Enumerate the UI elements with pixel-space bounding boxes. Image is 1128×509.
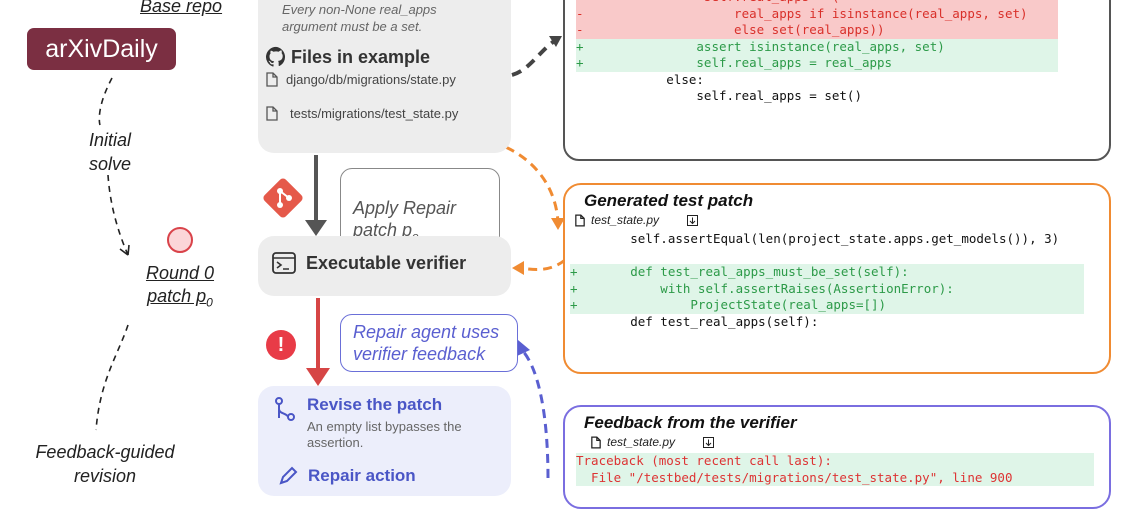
source-link-arrow	[511, 38, 558, 77]
test-patch-file-name: test_state.py	[591, 213, 660, 227]
verifier-feedback-title: Feedback from the verifier	[584, 413, 797, 432]
file-icon	[266, 72, 278, 87]
github-icon	[265, 46, 286, 67]
file-item[interactable]: tests/migrations/test_state.py	[266, 106, 458, 121]
revise-box	[258, 386, 511, 496]
code-line	[570, 248, 1084, 265]
file-icon	[575, 213, 585, 227]
test-patch-code: self.assertEqual(len(project_state.apps.…	[570, 231, 1084, 330]
code-line: - else set(real_apps))	[576, 22, 1058, 39]
initial-solve-label: Initial solve	[88, 130, 132, 174]
git-icon	[262, 177, 304, 224]
code-line: + self.real_apps = real_apps	[576, 55, 1058, 72]
feedback-revision-label: Feedback-guided revision	[35, 442, 175, 486]
revise-title: Revise the patch	[307, 395, 443, 414]
feedback-pill: Repair agent uses verifier feedback	[340, 314, 518, 372]
initial-solve-arrow	[98, 77, 113, 126]
verifier-in-arrow	[519, 258, 566, 272]
verifier-feedback-file-name: test_state.py	[607, 435, 676, 449]
verifier-row: Executable verifier	[272, 252, 466, 274]
revise-row: Revise the patch An empty list bypasses …	[273, 395, 462, 451]
code-line: + def test_real_apps_must_be_set(self):	[570, 264, 1084, 281]
issue-box	[258, 0, 511, 153]
code-line: Traceback (most recent call last):	[576, 453, 1094, 470]
expand-icon[interactable]	[687, 214, 699, 226]
code-line: self.assertEqual(len(project_state.apps.…	[570, 231, 1060, 246]
verifier-feedback-file: test_state.py	[591, 435, 715, 449]
pencil-icon	[279, 466, 298, 485]
code-line: self.real_apps = set()	[576, 88, 862, 103]
repair-action-label: Repair action	[308, 466, 416, 485]
code-line: - real_apps if isinstance(real_apps, set…	[576, 5, 1058, 22]
test-patch-title: Generated test patch	[584, 191, 754, 210]
feedback-arrow	[520, 348, 550, 479]
revise-sub: An empty list bypasses the assertion.	[307, 419, 462, 450]
file-icon	[591, 435, 601, 449]
arxivdaily-logo: arXivDaily	[27, 28, 176, 70]
verifier-box	[258, 236, 511, 296]
file-name: tests/migrations/test_state.py	[290, 106, 459, 121]
round0-circle	[167, 227, 193, 253]
code-line: + ProjectState(real_apps=[])	[570, 297, 1084, 314]
initial-solve-arrow-2	[107, 174, 129, 256]
file-name: django/db/migrations/state.py	[286, 72, 456, 87]
round0-label: Round 0 patch p0	[130, 262, 230, 315]
connector-layer	[95, 36, 566, 479]
repair-action-row: Repair action	[278, 466, 416, 486]
verifier-label: Executable verifier	[306, 252, 467, 273]
feedback-revision-arrow	[95, 324, 129, 431]
code-line: - self.real_apps = (	[576, 0, 1058, 6]
alert-icon: !	[266, 330, 296, 360]
file-icon	[266, 106, 278, 121]
revise-text-group: Revise the patch An empty list bypasses …	[307, 395, 462, 451]
round0-text: Round 0 patch p	[145, 263, 215, 306]
files-heading: Files in example	[265, 46, 430, 68]
code-line: def test_real_apps(self):	[570, 313, 819, 329]
test-patch-file: test_state.py	[575, 213, 699, 227]
terminal-icon	[272, 252, 296, 274]
round0-sub: 0	[206, 295, 213, 310]
apply-patch-text: Apply Repair patch p	[353, 198, 457, 240]
verifier-feedback-code: Traceback (most recent call last): File …	[576, 453, 1094, 486]
branch-icon	[275, 397, 295, 421]
base-repo-label: Base repo	[140, 0, 223, 16]
file-item[interactable]: django/db/migrations/state.py	[266, 72, 456, 87]
code-line: else:	[576, 71, 704, 87]
code-line: + assert isinstance(real_apps, set)	[576, 38, 1058, 55]
source-patch-code: - self.real_apps = (- real_apps if isins…	[576, 0, 1058, 105]
expand-icon[interactable]	[703, 436, 715, 448]
issue-text: Every non-None real_apps argument must b…	[282, 2, 437, 34]
files-heading-text: Files in example	[291, 46, 431, 67]
code-line: + with self.assertRaises(AssertionError)…	[570, 280, 1084, 297]
test-patch-arrow	[491, 140, 560, 223]
code-line: File "/testbed/tests/migrations/test_sta…	[576, 469, 1094, 486]
